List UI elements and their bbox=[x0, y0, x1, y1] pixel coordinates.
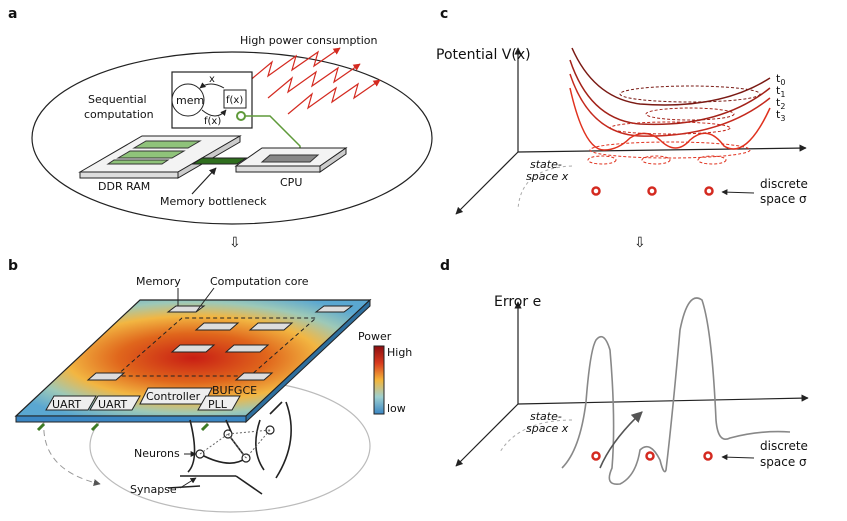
fx-bottom-label: f(x) bbox=[204, 116, 221, 127]
power-label: Power bbox=[358, 330, 392, 343]
core-pointer bbox=[195, 287, 215, 313]
green-pins bbox=[36, 422, 210, 432]
high-power-label: High power consumption bbox=[240, 34, 378, 47]
ddr-ram-board bbox=[78, 135, 242, 179]
state-space-d-line2: space x bbox=[526, 422, 569, 435]
panel-a: a High power consumption mem f(x) x f(x)… bbox=[8, 6, 433, 225]
cpu-board bbox=[234, 147, 348, 173]
high-label: High bbox=[387, 346, 412, 359]
fx-box bbox=[223, 89, 247, 109]
system-ellipse bbox=[31, 51, 433, 225]
c-to-d-arrow: ⇩ bbox=[634, 235, 646, 251]
fx-arrow bbox=[201, 109, 227, 117]
state-space-curve-d bbox=[499, 419, 573, 453]
space-axis-d bbox=[517, 394, 809, 405]
io-blocks bbox=[45, 387, 241, 411]
depth-axis-d bbox=[455, 403, 519, 467]
state-space-line2: space x bbox=[526, 170, 569, 183]
power-colorbar bbox=[373, 345, 385, 415]
panel-b: b UA bbox=[8, 258, 412, 513]
discrete-line2-d: space σ bbox=[760, 455, 807, 469]
descent-arrow bbox=[599, 411, 643, 469]
pll-label: PLL bbox=[208, 398, 228, 411]
dotted-connections bbox=[199, 429, 271, 459]
ddr-label: DDR RAM bbox=[98, 180, 150, 193]
synapse-pointer bbox=[179, 477, 197, 489]
sequential-line1: Sequential bbox=[88, 93, 147, 106]
panel-d: d Error e state- space x discrete space … bbox=[440, 258, 809, 485]
panel-a-letter: a bbox=[8, 6, 17, 22]
sequential-line2: computation bbox=[84, 108, 154, 121]
svg-text:t0: t0 bbox=[776, 72, 785, 87]
error-label: Error e bbox=[494, 294, 541, 310]
wire-node-top bbox=[236, 111, 246, 121]
depth-axis bbox=[455, 151, 519, 215]
dashed-loop-arrow bbox=[43, 419, 101, 486]
svg-text:t2: t2 bbox=[776, 96, 785, 111]
panel-c: c Potential V(x) state- space x t0 t1 bbox=[436, 6, 808, 215]
space-axis bbox=[517, 144, 807, 153]
core-label: Computation core bbox=[210, 275, 309, 288]
discrete-states-c bbox=[591, 186, 714, 196]
x-label: x bbox=[209, 74, 215, 85]
bufgce-label: BUFGCE bbox=[212, 384, 257, 397]
memory-label: Memory bbox=[136, 275, 181, 288]
power-zigzag-arrows bbox=[247, 47, 381, 115]
low-label: low bbox=[387, 402, 406, 415]
potential-ellipses bbox=[587, 85, 761, 165]
svg-text:t3: t3 bbox=[776, 108, 785, 123]
discrete-line1-d: discrete bbox=[760, 439, 808, 453]
potential-label: Potential V(x) bbox=[436, 47, 531, 63]
panel-b-letter: b bbox=[8, 258, 18, 274]
controller-label: Controller bbox=[146, 390, 201, 403]
state-space-line1: state- bbox=[530, 158, 562, 171]
memory-bus bbox=[191, 157, 248, 165]
state-space-d-line1: state- bbox=[530, 410, 562, 423]
discrete-pointer-c bbox=[721, 189, 755, 196]
synapse-label: Synapse bbox=[130, 483, 177, 496]
panel-c-letter: c bbox=[440, 6, 448, 22]
chip-memory-blocks bbox=[86, 305, 354, 381]
mem-label: mem bbox=[176, 94, 204, 107]
cpu-label: CPU bbox=[280, 176, 302, 189]
time-labels: t0 t1 t2 t3 bbox=[776, 72, 785, 123]
bottleneck-arrow bbox=[191, 167, 217, 195]
svg-text:t1: t1 bbox=[776, 84, 785, 99]
discrete-pointer-d bbox=[721, 454, 755, 461]
panel-d-letter: d bbox=[440, 258, 450, 274]
uart1-label: UART bbox=[52, 398, 81, 411]
discrete-states-d bbox=[591, 451, 713, 461]
uart2-label: UART bbox=[98, 398, 127, 411]
a-to-b-arrow: ⇩ bbox=[229, 235, 241, 251]
mem-circle bbox=[171, 83, 205, 117]
fx-label: f(x) bbox=[226, 95, 243, 106]
computation-cores bbox=[170, 322, 294, 353]
x-arrow bbox=[199, 82, 225, 89]
error-landscape bbox=[561, 297, 791, 485]
bottleneck-label: Memory bottleneck bbox=[160, 195, 267, 208]
discrete-line2-c: space σ bbox=[760, 192, 807, 206]
potential-curves bbox=[569, 47, 771, 151]
neurons-label: Neurons bbox=[134, 447, 180, 460]
discrete-line1-c: discrete bbox=[760, 177, 808, 191]
